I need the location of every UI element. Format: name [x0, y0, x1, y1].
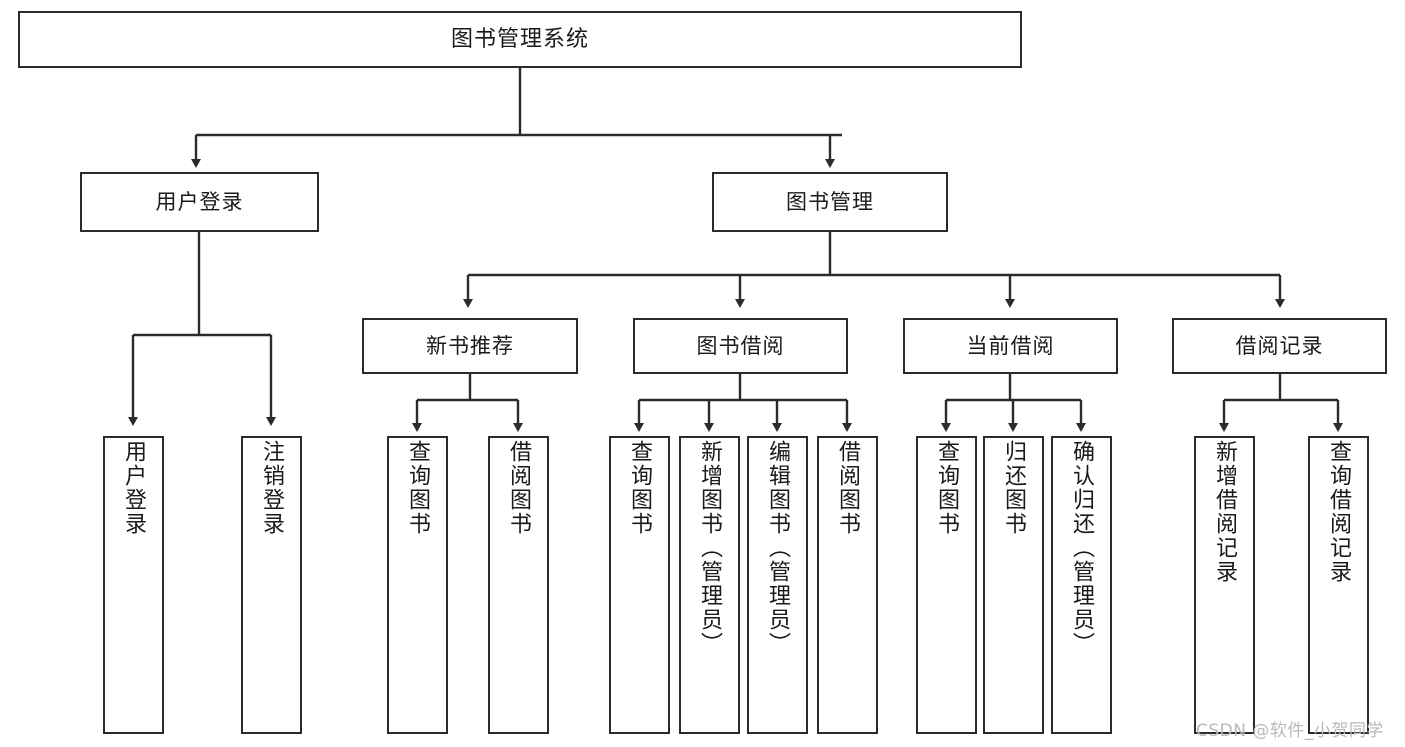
csdn-watermark: CSDN @软件_小贺同学 — [1196, 721, 1384, 741]
node-label: 图书管理系统 — [450, 26, 589, 52]
node-label: 新增借阅记录 — [1212, 440, 1238, 584]
node-label: 查询图书 — [405, 440, 431, 536]
node-label: 图书管理 — [786, 189, 874, 214]
node-label: 查询借阅记录 — [1326, 440, 1352, 584]
leaf-current-borrow-return[interactable]: 归还图书 — [983, 436, 1044, 734]
node-label: 用户登录 — [121, 440, 147, 536]
leaf-user-login-login[interactable]: 用户登录 — [103, 436, 164, 734]
node-book-borrow[interactable]: 图书借阅 — [633, 318, 848, 374]
node-borrow-record[interactable]: 借阅记录 — [1172, 318, 1387, 374]
node-current-borrow[interactable]: 当前借阅 — [903, 318, 1118, 374]
node-label: 用户登录 — [155, 189, 244, 214]
leaf-book-borrow-borrow[interactable]: 借阅图书 — [817, 436, 878, 734]
node-label: 当前借阅 — [966, 333, 1055, 358]
node-user-login[interactable]: 用户登录 — [80, 172, 319, 232]
node-new-book-recommend[interactable]: 新书推荐 — [362, 318, 578, 374]
node-label: 新书推荐 — [426, 333, 514, 358]
node-label: 确认归还（管理员） — [1069, 440, 1095, 656]
leaf-new-book-borrow[interactable]: 借阅图书 — [488, 436, 549, 734]
node-label: 图书借阅 — [696, 333, 785, 358]
node-label: 查询图书 — [934, 440, 960, 536]
node-label: 查询图书 — [627, 440, 653, 536]
node-label: 编辑图书（管理员） — [765, 440, 791, 656]
leaf-book-borrow-add-admin[interactable]: 新增图书（管理员） — [679, 436, 740, 734]
node-book-management[interactable]: 图书管理 — [712, 172, 948, 232]
leaf-new-book-query[interactable]: 查询图书 — [387, 436, 448, 734]
node-label: 新增图书（管理员） — [697, 440, 723, 656]
node-root-library-system[interactable]: 图书管理系统 — [18, 11, 1022, 68]
node-label: 借阅记录 — [1235, 333, 1324, 358]
leaf-borrow-record-add[interactable]: 新增借阅记录 — [1194, 436, 1255, 734]
node-label: 归还图书 — [1001, 440, 1027, 536]
leaf-current-borrow-confirm-admin[interactable]: 确认归还（管理员） — [1051, 436, 1112, 734]
leaf-book-borrow-edit-admin[interactable]: 编辑图书（管理员） — [747, 436, 808, 734]
leaf-book-borrow-query[interactable]: 查询图书 — [609, 436, 670, 734]
node-label: 注销登录 — [259, 440, 285, 536]
leaf-current-borrow-query[interactable]: 查询图书 — [916, 436, 977, 734]
leaf-user-login-logout[interactable]: 注销登录 — [241, 436, 302, 734]
node-label: 借阅图书 — [835, 440, 861, 536]
leaf-borrow-record-query[interactable]: 查询借阅记录 — [1308, 436, 1369, 734]
node-label: 借阅图书 — [506, 440, 532, 536]
